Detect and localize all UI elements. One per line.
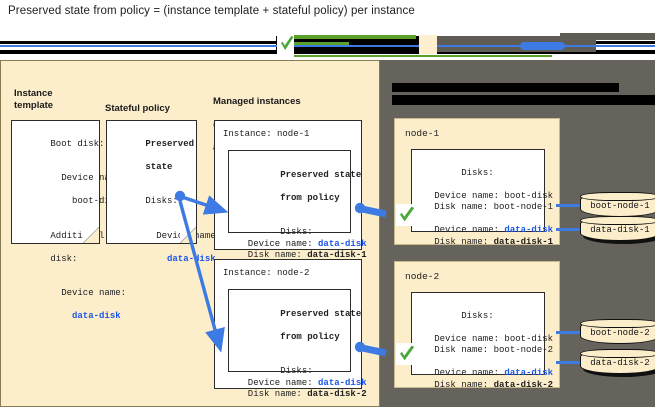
legend-black-band-bottom <box>0 50 655 54</box>
actual-node-1-box: node-1 Disks: Device name: boot-disk Dis… <box>394 118 560 247</box>
an1-boot-device: Device name: boot-disk <box>418 190 554 201</box>
an2-data-diskname-value: data-disk-2 <box>493 379 554 390</box>
managed-instance-node-2-label: Instance: node-2 <box>223 268 310 278</box>
ps2-diskname-prefix: Disk name: <box>237 389 308 399</box>
ps2-diskname-value: data-disk-2 <box>307 389 367 399</box>
disk-cap <box>580 319 655 328</box>
status-ok-badge-node-1 <box>396 204 418 226</box>
status-ok-badge-node-2 <box>396 343 418 365</box>
actual-node-1-disks-text: Disks: Device name: boot-disk Disk name:… <box>418 156 553 260</box>
managed-instance-node-1: Instance: node-1 Preserved state from po… <box>214 120 367 260</box>
an1-data-diskname-value: data-disk-1 <box>493 236 554 247</box>
it-line-data-disk-value: data-disk <box>50 311 121 321</box>
disk-cylinder-boot-node-2: boot-node-2 <box>580 319 655 344</box>
managed-instance-node-1-label: Instance: node-1 <box>223 129 310 139</box>
disk-label: boot-node-1 <box>590 201 650 211</box>
legend-cream-swatch <box>419 35 437 54</box>
ps1-disks-label: Disks: <box>280 227 313 237</box>
ps2-title-line1: Preserved state <box>280 308 362 319</box>
disk-cylinder-boot-node-1: boot-node-1 <box>580 192 655 217</box>
disk-label: data-disk-1 <box>590 225 650 235</box>
it-line-boot-disk-value: boot-disk <box>50 196 121 206</box>
disk-cap <box>580 216 655 225</box>
check-mark-icon <box>400 345 415 361</box>
card-fold-corner <box>83 227 100 244</box>
page-title: Preserved state from policy = (instance … <box>8 5 415 17</box>
an2-data-device-value: data-disk <box>504 368 554 378</box>
actual-node-1-disks-box: Disks: Device name: boot-disk Disk name:… <box>411 149 553 247</box>
redacted-heading-bar-2 <box>392 95 655 105</box>
disk-cap <box>580 192 655 201</box>
ps2-device-prefix: Device name: <box>237 377 319 388</box>
preserved-state-node-2-text: Preserved state from policy Disks: Devic… <box>237 297 367 407</box>
preserved-state-box-node-1: Preserved state from policy Disks: Devic… <box>228 150 367 260</box>
preserved-state-node-1-text: Preserved state from policy Disks: Devic… <box>237 158 367 273</box>
disk-cap <box>580 349 655 358</box>
ps2-device-value: data-disk <box>318 377 367 388</box>
disk-connector-data-disk-1 <box>556 228 580 231</box>
legend-strip <box>0 30 655 60</box>
an1-boot-diskname: Disk name: boot-node-1 <box>418 202 554 212</box>
ps1-device-prefix: Device name: <box>237 238 319 249</box>
redacted-heading-bar-1 <box>392 83 619 92</box>
ps1-diskname-prefix: Disk name: <box>237 250 308 260</box>
legend-black-block-left <box>276 36 436 52</box>
an1-data-device-value: data-disk <box>504 225 554 235</box>
sp-line-preserved: Preserved <box>145 138 195 149</box>
it-line-boot-disk: Boot disk: <box>50 138 105 149</box>
stateful-policy-card-text: Preserved state Disks: Device name: data… <box>113 127 221 277</box>
sp-line-data-disk-value: data-disk <box>145 253 216 264</box>
ps1-title-line2: from policy <box>280 192 340 203</box>
legend-green-bar-top <box>294 35 416 39</box>
heading-stateful-policy: Stateful policy <box>105 103 170 114</box>
disk-label: boot-node-2 <box>590 328 650 338</box>
an1-data-device-prefix: Device name: <box>418 225 505 235</box>
an1-disks-label: Disks: <box>461 167 494 178</box>
instance-template-card: Boot disk: Device name: boot-disk Additi… <box>11 120 126 321</box>
it-line-additional: Additional <box>50 230 105 241</box>
disk-connector-boot-node-1 <box>556 204 580 207</box>
ps2-title-line2: from policy <box>280 331 340 342</box>
legend-green-bar-mid <box>294 42 349 45</box>
ps2-disks-label: Disks: <box>280 366 313 376</box>
it-line-device-name-2: Device name: <box>50 288 127 298</box>
an2-data-device-prefix: Device name: <box>418 368 505 378</box>
ps1-device-value: data-disk <box>318 238 367 249</box>
legend-green-bar-bottom <box>294 55 552 57</box>
legend-gray-block-2 <box>560 33 655 40</box>
sp-line-state: state <box>145 161 173 172</box>
it-line-disk: disk: <box>50 253 78 264</box>
sp-line-disks: Disks: <box>145 196 178 206</box>
managed-instance-node-2: Instance: node-2 Preserved state from po… <box>214 259 367 399</box>
disk-label: data-disk-2 <box>590 358 650 368</box>
stateful-policy-card: Preserved state Disks: Device name: data… <box>106 120 221 264</box>
an2-boot-diskname: Disk name: boot-node-2 <box>418 345 554 355</box>
preserved-state-box-node-2: Preserved state from policy Disks: Devic… <box>228 289 367 399</box>
ps1-diskname-value: data-disk-1 <box>307 250 367 260</box>
disk-cylinder-data-disk-2: data-disk-2 <box>580 349 655 374</box>
an2-boot-device: Device name: boot-disk <box>418 333 554 344</box>
an1-data-diskname-prefix: Disk name: <box>418 236 494 247</box>
check-mark-icon <box>400 206 415 222</box>
actual-node-2-disks-box: Disks: Device name: boot-disk Disk name:… <box>411 292 553 390</box>
check-mark-icon <box>281 36 294 50</box>
card-fold-corner <box>180 227 197 244</box>
actual-node-2-disks-text: Disks: Device name: boot-disk Disk name:… <box>418 299 553 403</box>
disk-connector-boot-node-2 <box>556 331 580 334</box>
actual-node-1-name: node-1 <box>405 128 440 139</box>
disk-connector-data-disk-2 <box>556 361 580 364</box>
heading-instance-template: Instance template <box>14 88 54 111</box>
legend-blue-blob <box>520 42 565 50</box>
an2-data-diskname-prefix: Disk name: <box>418 379 494 390</box>
an2-disks-label: Disks: <box>461 310 494 321</box>
actual-node-2-name: node-2 <box>405 271 440 282</box>
legend-blue-rule <box>0 45 655 47</box>
heading-managed-line1: Managed instances <box>213 95 301 107</box>
actual-node-2-box: node-2 Disks: Device name: boot-disk Dis… <box>394 261 560 390</box>
ps1-title-line1: Preserved state <box>280 169 362 180</box>
disk-cylinder-data-disk-1: data-disk-1 <box>580 216 655 241</box>
